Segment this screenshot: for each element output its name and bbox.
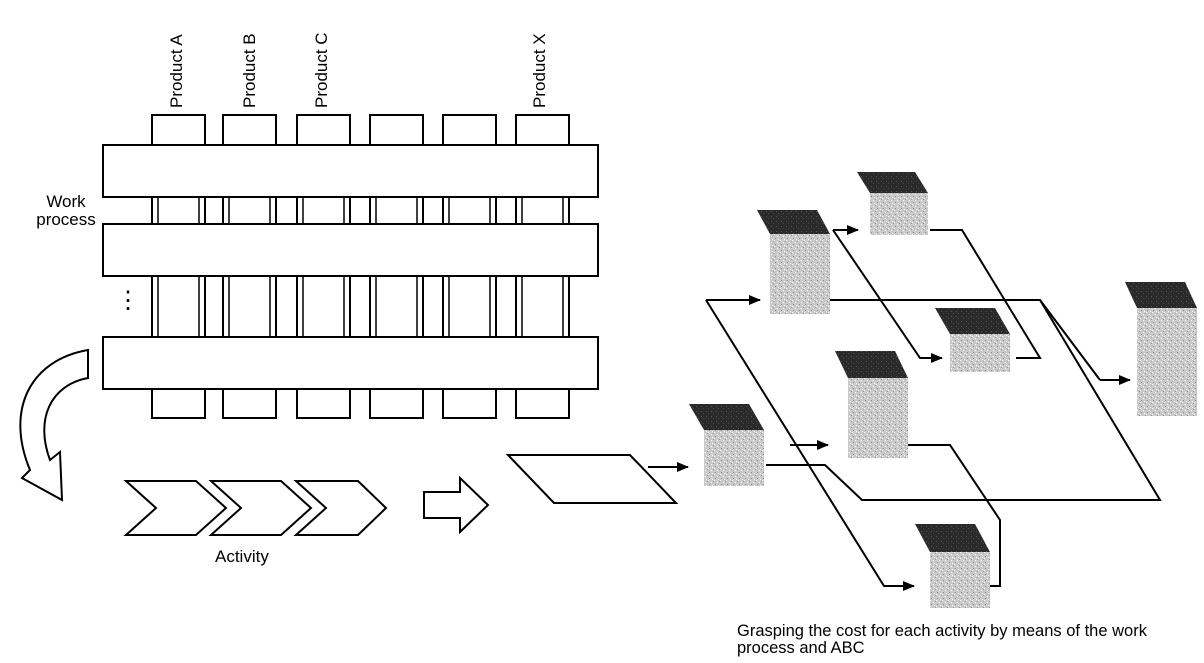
work-process-label: Work process	[36, 192, 96, 229]
product-label-x: Product X	[530, 33, 549, 108]
work-process-bars	[102, 144, 599, 390]
activity-chevron-1	[123, 480, 228, 536]
activity-label: Activity	[215, 547, 269, 566]
process-parallelogram	[505, 454, 679, 504]
activity-chevrons	[123, 480, 388, 536]
flow-lines	[705, 225, 1162, 591]
work-process-bar-3	[102, 336, 599, 390]
activity-chevron-3	[293, 480, 388, 536]
work-process-bar-2	[102, 223, 599, 277]
hollow-arrow-icon	[423, 475, 490, 535]
cube-7	[915, 524, 990, 608]
work-process-bar-1	[102, 144, 599, 198]
caption: Grasping the cost for each activity by m…	[737, 622, 1147, 657]
cost-cubes	[689, 172, 1197, 608]
column-inner-lines	[157, 197, 564, 337]
product-label-c: Product C	[312, 32, 331, 108]
cube-2	[757, 210, 830, 314]
cube-6	[689, 404, 764, 486]
curved-arrow-icon	[19, 348, 89, 502]
cube-4	[1125, 282, 1197, 416]
product-label-b: Product B	[240, 33, 259, 108]
cube-3	[935, 308, 1010, 372]
activity-chevron-2	[208, 480, 313, 536]
cube-1	[857, 172, 928, 235]
cube-5	[835, 351, 908, 458]
product-label-a: Product A	[167, 34, 186, 108]
ellipsis-label: ⋮	[116, 287, 140, 314]
